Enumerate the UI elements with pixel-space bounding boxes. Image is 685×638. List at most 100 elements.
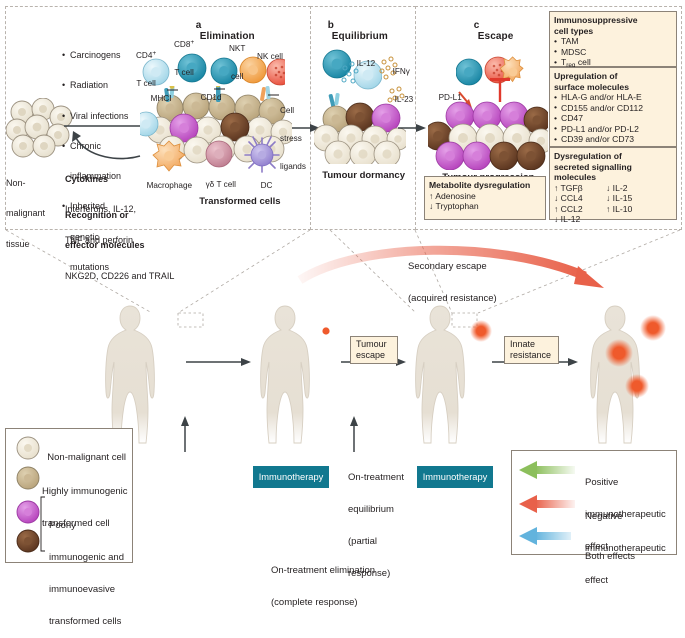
cell-legend-label-2: Poorly immunogenic and immunoevasive tra… [49, 520, 124, 627]
immunosuppressive-cell-types-box: Immunosuppressive cell types TAM MDSC Tr… [549, 11, 677, 70]
secondary-escape-label: Secondary escape (acquired resistance) [408, 261, 497, 305]
cd1d-leader-line [214, 88, 225, 90]
box0-heading-line1: cell types [554, 25, 594, 36]
panel-b-letter: b [327, 20, 334, 32]
box1-item-3: PD-L1 and/or PD-L2 [554, 123, 672, 135]
equilibrium-cytokine-dots [341, 56, 405, 103]
step-tumour-escape: Tumour escape [350, 336, 398, 364]
box1-heading-line1: surface molecules [554, 81, 629, 92]
body-figures [105, 305, 666, 444]
step0-line1: escape [356, 349, 386, 360]
box2-heading-line1: secreted signalling [554, 161, 632, 172]
box2-cell-3-1 [606, 214, 658, 225]
box2-heading-line2: molecules [554, 172, 597, 183]
panel-c-label: Escape [477, 31, 514, 43]
non-malignant-tissue-cluster [6, 98, 73, 158]
panel-a-heading: a Elimination [190, 9, 255, 43]
panel-c-frame [415, 6, 682, 230]
transformed-cells-caption: Transformed cells [199, 195, 281, 207]
box2-cell-3-0: ↓ IL-12 [554, 214, 581, 225]
panel-c-letter: c [473, 20, 480, 32]
box1-item-2: CD47 [554, 113, 672, 124]
cell-legend-swatches [16, 436, 40, 553]
gamma-delta-t-cell-label: γδ T cell [205, 180, 236, 190]
feedback-arrows [181, 245, 604, 452]
box1-heading-line0: Upregulation of [554, 71, 618, 81]
box2-cell-2-0: ↑ CCL2 [554, 203, 583, 214]
upregulation-surface-molecules-box: Upregulation of surface molecules HLA-G … [549, 67, 677, 147]
cd4-t-cell-label: CD4+ T cell [136, 50, 157, 88]
box0-item-2: Treg cell [554, 57, 672, 70]
causes-list: •Carcinogens •Radiation •Viral infection… [62, 50, 129, 272]
panel-b-label: Equilibrium [331, 31, 388, 43]
box0-heading-line0: Immunosuppressive [554, 15, 638, 25]
macrophage-cell [152, 140, 186, 172]
immunotherapy-label-1: Immunotherapy [258, 472, 324, 482]
mhci-leader-line [167, 89, 178, 91]
gamma-delta-t-cell [205, 140, 233, 168]
dysregulation-signalling-molecules-box: Dysregulation of secreted signalling mol… [549, 147, 677, 224]
stress-ligand-leader-line [268, 94, 279, 96]
immunotherapy-button-1[interactable]: Immunotherapy [253, 466, 329, 488]
box2-cell-0-1: ↓ IL-2 [606, 182, 628, 193]
cell-legend-label-0: Non-malignant cell [47, 451, 126, 463]
cd8-t-cell-label: CD8+ T cell [174, 39, 195, 77]
nk-cell-label: NK cell [257, 52, 283, 62]
box2-cell-2-1: ↑ IL-10 [606, 203, 633, 214]
step1-line0: Innate [510, 339, 536, 349]
arrow-legend-label-2: Both effects [585, 551, 635, 563]
dendritic-cell [244, 136, 280, 173]
pdl1-label: PD-L1 [438, 93, 462, 103]
arrow-legend-arrows [519, 461, 575, 545]
box2-heading-line0: Dysregulation of [554, 151, 622, 161]
metabolite-heading: Metabolite dysregulation [429, 180, 531, 190]
on-treatment-elimination-label: On-treatment elimination (complete respo… [271, 565, 376, 609]
box0-item-0: TAM [554, 36, 672, 47]
arrow-legend-label-0: Positive immunotherapeutic effect [585, 477, 666, 552]
il23-label: IL-23 [394, 95, 414, 105]
recognition-block: Recognition or effector molecules NKG2D,… [65, 210, 175, 281]
non-malignant-tissue-label: Non- malignant tissue [6, 178, 46, 249]
macrophage-label: Macrophage [146, 181, 193, 191]
pdl1-pointer [458, 91, 472, 108]
step0-line0: Tumour [356, 339, 387, 349]
panel-b-frame [310, 6, 416, 230]
metabolite-dysregulation-box: Metabolite dysregulation ↑ Adenosine ↓ T… [424, 176, 546, 220]
cell-legend-bracket [40, 496, 45, 552]
cell-legend-label-1: Highly immunogenic transformed cell [42, 486, 128, 530]
box1-item-0: HLA-G and/or HLA-E [554, 92, 672, 103]
box0-item-1: MDSC [554, 46, 672, 58]
ifng-label: IFNγ [392, 67, 410, 77]
elimination-immune-cells [142, 53, 285, 86]
mhci-label: MHCI [150, 94, 172, 104]
tumour-progression-cluster [428, 101, 548, 170]
cytokines-block: Cytokines Interferons, IL-12, TNF and pe… [65, 174, 137, 245]
equilibrium-cytokine-cells [322, 49, 382, 90]
transformed-cells-cluster [140, 86, 292, 164]
box1-item-4: CD39 and/or CD73 [554, 134, 672, 145]
metabolite-item-0: ↑ Adenosine [429, 190, 476, 201]
immunotherapy-label-2: Immunotherapy [422, 472, 488, 482]
panel-b-heading: b Equilibrium [322, 9, 388, 43]
cd1d-label: CD1d [200, 93, 222, 103]
panel-a-frame [5, 6, 311, 230]
arrow-elimination-to-equilibrium [292, 124, 320, 132]
cell-stress-ligands-label: Cell stress ligands [280, 106, 306, 171]
panel-a-letter: a [195, 20, 202, 32]
box1-item-1: CD155 and/or CD112 [554, 102, 672, 114]
nkt-cell-label: NKT cell [229, 44, 246, 81]
tumour-dormancy-caption: Tumour dormancy [322, 169, 405, 181]
dendritic-cell-label: DC [260, 181, 273, 191]
inhibition-marker [490, 78, 510, 102]
immunotherapy-button-2[interactable]: Immunotherapy [417, 466, 493, 488]
step1-line1: resistance [510, 349, 552, 360]
panel-c-heading: c Escape [468, 9, 514, 43]
tumour-dormancy-cluster [314, 92, 406, 164]
box2-cell-1-1: ↓ IL-15 [606, 193, 633, 204]
panel-a-label: Elimination [199, 31, 255, 43]
metabolite-item-1: ↓ Tryptophan [429, 201, 479, 212]
arrow-equilibrium-to-escape [398, 124, 426, 132]
box2-cell-1-0: ↓ CCL4 [554, 193, 583, 204]
escape-immune-cells [456, 56, 524, 86]
il12-label: IL-12 [356, 59, 376, 69]
